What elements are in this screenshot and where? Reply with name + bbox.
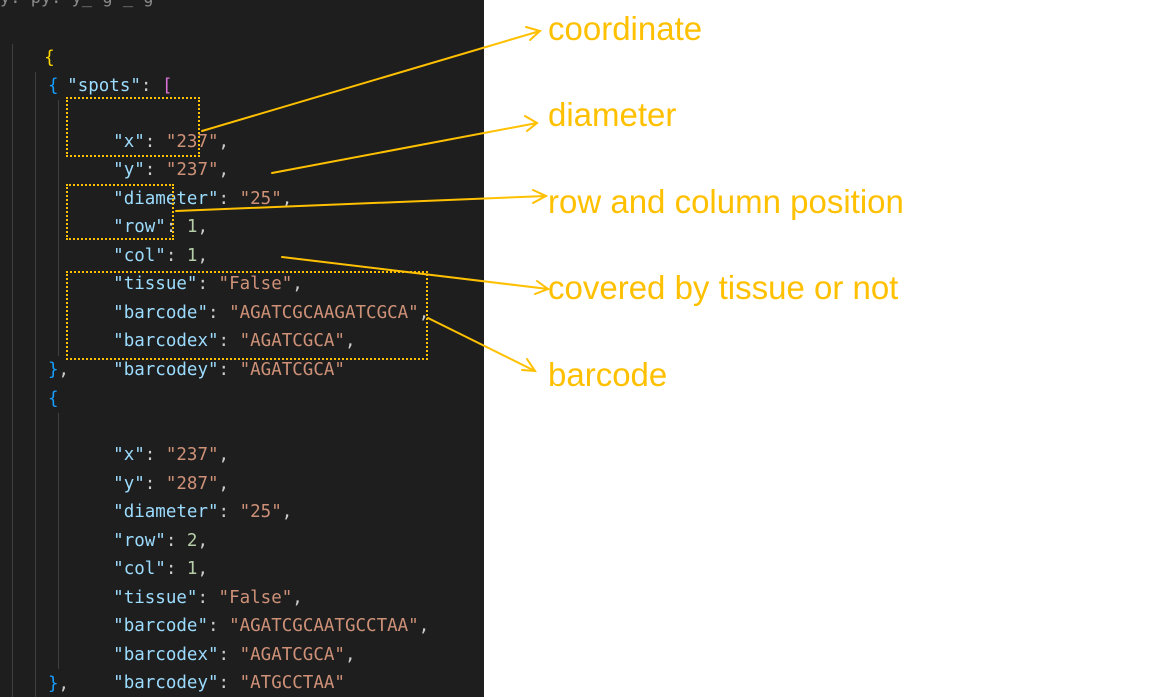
key-x: "x" [113, 132, 145, 152]
key-barcodex: "barcodex" [113, 331, 219, 351]
key-col: "col" [113, 246, 166, 266]
arrowhead-coordinate [525, 26, 543, 41]
cut-off-top-line: y. py. y_ g _ g [0, 0, 154, 8]
spot-1-barcodey-value: "AGATCGCA" [239, 360, 345, 380]
spot-1-close: }, [48, 360, 70, 380]
spot-2-close: }, [48, 674, 70, 694]
key-barcodey: "barcodey" [113, 673, 219, 693]
spot-2-barcodey-line: "barcodey": "ATGCCTAA" [113, 673, 345, 693]
key-diameter: "diameter" [113, 502, 219, 522]
spot-2-barcodex-value: "AGATCGCA" [239, 645, 345, 665]
code-editor-panel: y. py. y_ g _ g { "spots": [ { "x": "237… [0, 0, 484, 697]
spot-1-col-value: 1 [186, 246, 198, 266]
key-barcode: "barcode" [113, 616, 208, 636]
spot-1-x-value: "237" [165, 132, 219, 152]
spot-2-barcodex-line: "barcodex": "AGATCGCA", [113, 645, 356, 665]
spot-1-barcodex-line: "barcodex": "AGATCGCA", [113, 331, 356, 351]
code-line-open-brace: { [2, 16, 55, 68]
spot-2-barcode-value: "AGATCGCAATGCCTAA" [229, 616, 419, 636]
key-barcode: "barcode" [113, 303, 208, 323]
spot-1-barcode-line: "barcode": "AGATCGCAAGATCGCA", [113, 303, 430, 323]
spot-2-tissue-line: "tissue": "False", [113, 588, 303, 608]
label-tissue: covered by tissue or not [548, 269, 899, 306]
spot-1-y-value: "237" [165, 160, 219, 180]
code-line-spots: "spots": [ [67, 76, 173, 96]
spot-2-x-value: "237" [165, 445, 219, 465]
spot-2-x-line: "x": "237", [113, 445, 230, 465]
key-tissue: "tissue" [113, 588, 198, 608]
spot-1-tissue-value: "False" [218, 274, 293, 294]
spot-1-diameter-line: "diameter": "25", [113, 189, 293, 209]
key-x: "x" [113, 445, 145, 465]
arrow-diameter [271, 122, 538, 174]
spots-key: "spots" [67, 76, 141, 96]
label-diameter: diameter [548, 96, 677, 133]
arrowhead-diameter [524, 115, 539, 132]
spot-2-row-value: 2 [186, 531, 198, 551]
spot-2-col-line: "col": 1, [113, 559, 209, 579]
key-y: "y" [113, 160, 145, 180]
arrow-coordinate [201, 30, 541, 132]
indent-guide-3b [58, 413, 59, 669]
label-row-col: row and column position [548, 183, 904, 220]
indent-guide-2 [35, 72, 36, 697]
highlight-box-coordinate [66, 97, 200, 157]
spot-2-row-line: "row": 2, [113, 531, 209, 551]
spot-2-diameter-line: "diameter": "25", [113, 502, 293, 522]
spot-2-tissue-value: "False" [218, 588, 293, 608]
key-diameter: "diameter" [113, 189, 219, 209]
arrowhead-barcode [521, 358, 537, 373]
spot-1-y-line: "y": "237", [113, 160, 230, 180]
spot-2-y-value: "287" [165, 474, 219, 494]
spot-2-col-value: 1 [186, 559, 198, 579]
key-barcodex: "barcodex" [113, 645, 219, 665]
spot-2-y-line: "y": "287", [113, 474, 230, 494]
spot-1-col-line: "col": 1, [113, 246, 209, 266]
spot-1-barcode-value: "AGATCGCAAGATCGCA" [229, 303, 419, 323]
spot-1-x-line: "x": "237", [113, 132, 230, 152]
open-brace: { [44, 48, 55, 68]
arrow-tissue [281, 256, 549, 290]
spot-1-tissue-line: "tissue": "False", [113, 274, 303, 294]
spot-1-open: { [48, 76, 59, 96]
spot-1-barcodex-value: "AGATCGCA" [239, 331, 345, 351]
spot-1-row-value: 1 [186, 217, 198, 237]
spot-2-barcode-line: "barcode": "AGATCGCAATGCCTAA", [113, 616, 430, 636]
spot-1-diameter-value: "25" [239, 189, 282, 209]
key-barcodey: "barcodey" [113, 360, 219, 380]
key-row: "row" [113, 217, 166, 237]
spot-1-row-line: "row": 1, [113, 217, 209, 237]
arrowhead-row-col [532, 189, 549, 204]
arrowhead-tissue [534, 280, 551, 295]
key-col: "col" [113, 559, 166, 579]
spot-2-open: { [48, 389, 59, 409]
spot-1-barcodey-line: "barcodey": "AGATCGCA" [113, 360, 345, 380]
label-coordinate: coordinate [548, 10, 703, 47]
highlight-box-row-col [66, 184, 174, 240]
spot-2-diameter-value: "25" [239, 502, 282, 522]
key-y: "y" [113, 474, 145, 494]
key-row: "row" [113, 531, 166, 551]
key-tissue: "tissue" [113, 274, 198, 294]
highlight-box-barcode [66, 271, 428, 360]
indent-guide-3a [58, 100, 59, 356]
label-barcode: barcode [548, 356, 668, 393]
arrow-row-col [175, 195, 547, 212]
spot-2-barcodey-value: "ATGCCTAA" [239, 673, 345, 693]
spots-open-bracket: [ [162, 76, 173, 96]
arrow-barcode [427, 317, 536, 372]
indent-guide-1 [12, 44, 13, 697]
